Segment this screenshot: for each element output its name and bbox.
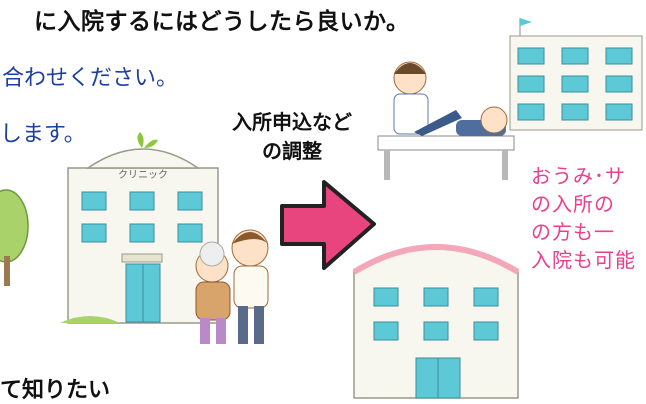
callout-line-2: の調整 <box>262 139 322 163</box>
patient-couple-icon <box>195 229 269 344</box>
callout-text: 入所申込など の調整 <box>213 108 371 166</box>
side-note-line-4: 入院も可能 <box>531 248 636 272</box>
side-note: おうみ･サ の入所の の方も一 入院も可能 <box>531 162 636 274</box>
clinic-sign: クリニック <box>118 169 168 181</box>
hospital-building-icon <box>352 244 520 399</box>
rehab-scene-icon <box>377 61 515 180</box>
clinic-building-icon: クリニック <box>60 132 219 324</box>
section-heading: て知りたい <box>0 378 111 403</box>
callout-line-1: 入所申込など <box>232 110 352 134</box>
side-note-line-2: の入所の <box>531 192 615 216</box>
page-title: に入院するにはどうしたら良いか。 <box>34 9 410 35</box>
body-line-2: します。 <box>0 122 86 147</box>
facility-building-icon <box>509 18 643 131</box>
tree-icon <box>0 189 29 286</box>
body-line-1: 合わせください。 <box>2 66 179 91</box>
side-note-line-1: おうみ･サ <box>531 164 626 188</box>
pink-arrow-icon <box>280 180 376 270</box>
side-note-line-3: の方も一 <box>531 220 615 244</box>
